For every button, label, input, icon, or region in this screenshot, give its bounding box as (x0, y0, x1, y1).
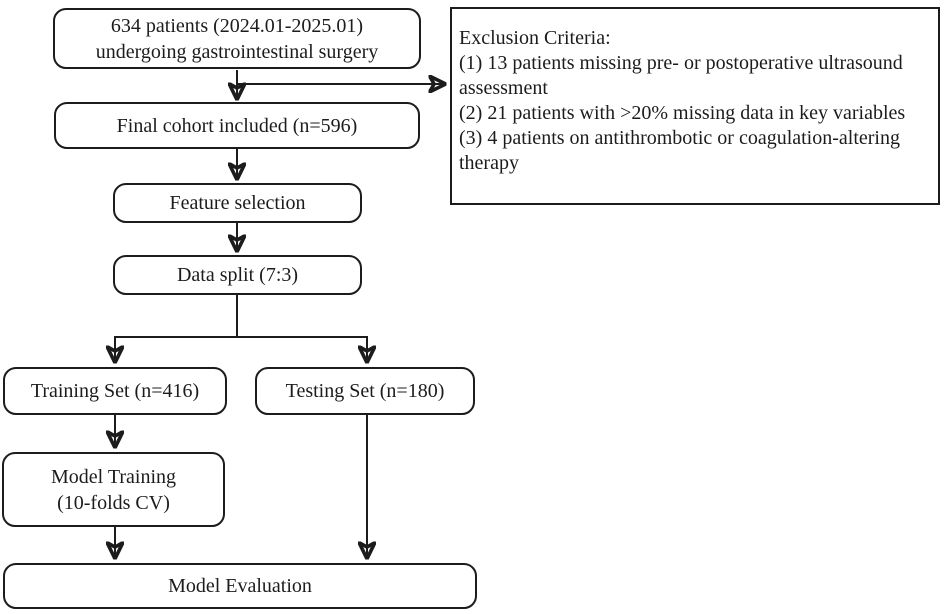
node-testing-set: Testing Set (n=180) (255, 367, 475, 415)
node-initial-patients: 634 patients (2024.01-2025.01) undergoin… (53, 8, 421, 69)
node-feature-selection: Feature selection (113, 183, 362, 223)
node-final-cohort: Final cohort included (n=596) (54, 102, 420, 149)
node-data-split: Data split (7:3) (113, 255, 362, 295)
node-model-evaluation: Model Evaluation (3, 563, 477, 609)
node-model-training: Model Training (10-folds CV) (2, 452, 225, 527)
node-training-set: Training Set (n=416) (3, 367, 227, 415)
node-exclusion-criteria: Exclusion Criteria: (1) 13 patients miss… (450, 7, 940, 205)
